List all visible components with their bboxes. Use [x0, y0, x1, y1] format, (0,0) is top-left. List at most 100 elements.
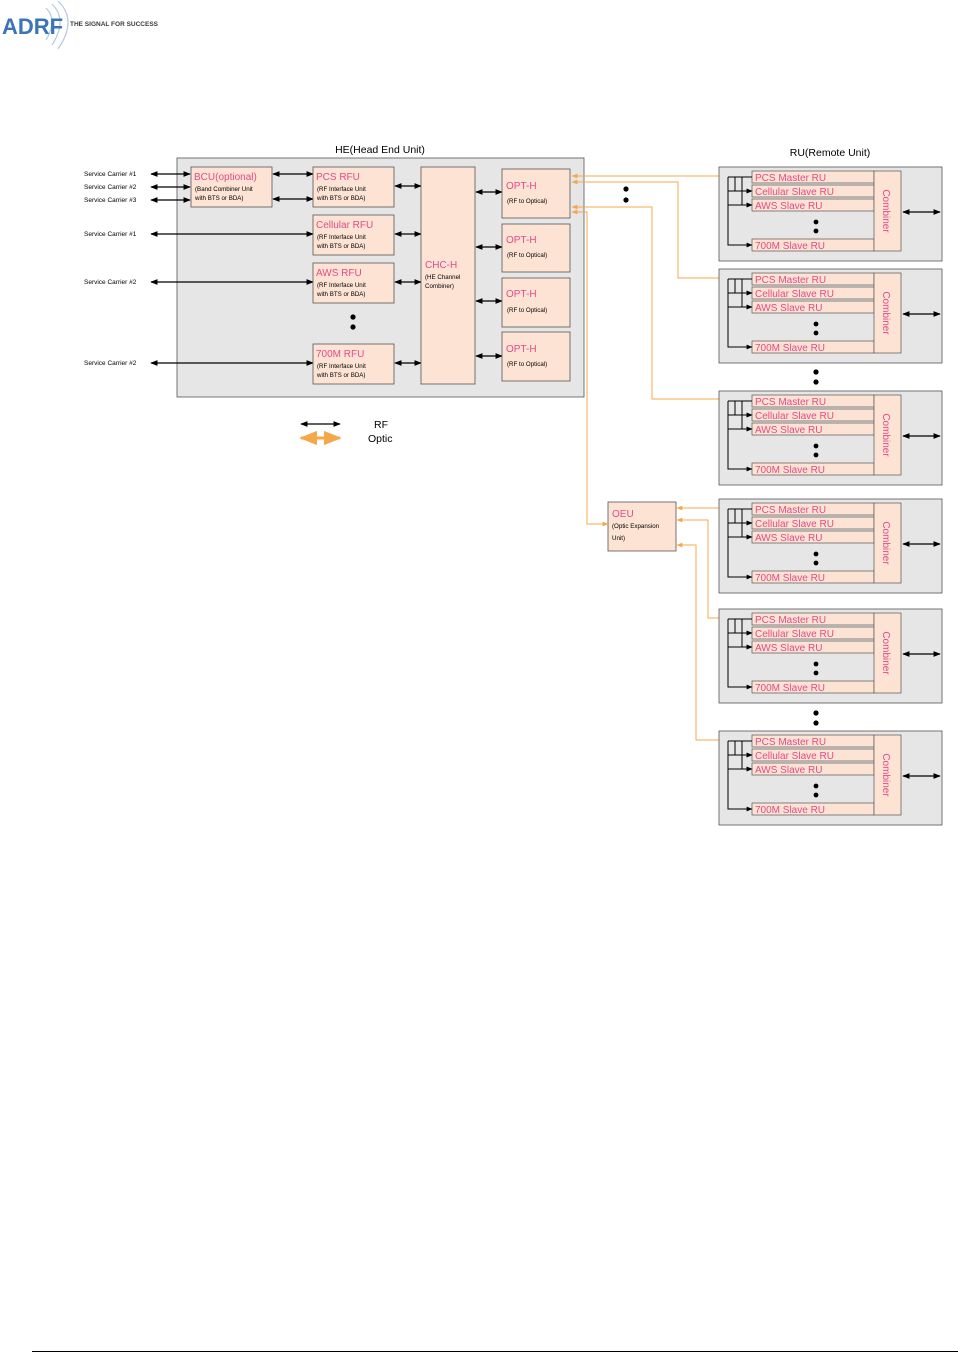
chc-module: CHC-H (HE Channel Combiner) [420, 166, 476, 385]
optic-link [571, 204, 753, 402]
opt-title: OPT-H [506, 344, 537, 355]
carrier-label: Service Carrier #3 [84, 197, 137, 204]
chc-desc: (HE Channel [425, 274, 460, 281]
chc-desc: Combiner) [425, 283, 454, 290]
rfu-desc: (RF Interface Unit [317, 363, 366, 370]
adrf-logo: ADRF THE SIGNAL FOR SUCCESS [2, 0, 159, 50]
combiner-label: Combiner [880, 753, 891, 797]
carrier-label: Service Carrier #1 [84, 231, 137, 238]
carrier-label: Service Carrier #2 [84, 184, 137, 191]
ru-unit-label: 700M Slave RU [755, 805, 825, 816]
legend-optic-label: Optic [368, 433, 393, 445]
bcu-rf-arrows [272, 171, 314, 202]
opt-desc: (RF to Optical) [507, 307, 547, 314]
ru-group: PCS Master RU Cellular Slave RU AWS Slav… [718, 390, 943, 486]
oeu-title: OEU [612, 509, 634, 520]
opt-title: OPT-H [506, 235, 537, 246]
rfu-cellular: Cellular RFU (RF Interface Unit with BTS… [312, 214, 395, 256]
logo-waves-icon [45, 0, 69, 50]
ru-unit-label: PCS Master RU [755, 275, 826, 286]
combiner-block [873, 170, 902, 252]
rfu-desc: (RF Interface Unit [317, 282, 366, 289]
combiner-block [873, 612, 902, 694]
bcu-title: BCU(optional) [194, 172, 257, 183]
he-title: HE(Head End Unit) [335, 144, 425, 156]
ru-unit-label: PCS Master RU [755, 397, 826, 408]
combiner-label: Combiner [880, 413, 891, 457]
ru-unit-label: Cellular Slave RU [755, 187, 834, 198]
rfu-pcs: PCS RFU (RF Interface Unit with BTS or B… [312, 166, 395, 208]
logo-text: ADRF [2, 14, 63, 39]
ru-unit-label: PCS Master RU [755, 615, 826, 626]
rfu-700m: 700M RFU (RF Interface Unit with BTS or … [312, 343, 395, 385]
rfu-title: Cellular RFU [316, 220, 373, 231]
ru-group: PCS Master RU Cellular Slave RU AWS Slav… [718, 498, 943, 594]
ru-unit-label: Cellular Slave RU [755, 289, 834, 300]
oeu-desc: (Optic Expansion [612, 523, 660, 530]
bcu-desc: with BTS or BDA) [194, 195, 243, 202]
ru-unit-label: PCS Master RU [755, 173, 826, 184]
ru-unit-label: 700M Slave RU [755, 573, 825, 584]
oeu-module: OEU (Optic Expansion Unit) [607, 501, 677, 552]
legend: RF Optic [299, 419, 393, 446]
logo-tagline: THE SIGNAL FOR SUCCESS [70, 21, 159, 28]
combiner-block [873, 734, 902, 816]
ellipsis-dots [813, 369, 819, 385]
opt-title: OPT-H [506, 289, 537, 300]
opt-module: OPT-H (RF to Optical) [501, 168, 571, 219]
footer-rule [32, 1351, 958, 1352]
ru-unit-label: Cellular Slave RU [755, 519, 834, 530]
ru-unit-label: 700M Slave RU [755, 465, 825, 476]
ru-unit-label: Cellular Slave RU [755, 411, 834, 422]
ru-unit-label: AWS Slave RU [755, 643, 822, 654]
opt-desc: (RF to Optical) [507, 252, 547, 259]
ru-unit-label: 700M Slave RU [755, 241, 825, 252]
combiner-label: Combiner [880, 521, 891, 565]
opt-module: OPT-H (RF to Optical) [501, 277, 571, 328]
rfu-chc-arrows [394, 183, 422, 366]
ru-title: RU(Remote Unit) [790, 147, 871, 159]
opt-desc: (RF to Optical) [507, 361, 547, 368]
carrier-label: Service Carrier #2 [84, 360, 137, 367]
opt-module: OPT-H (RF to Optical) [501, 331, 571, 382]
combiner-label: Combiner [880, 291, 891, 335]
optic-link [571, 209, 609, 527]
bcu-desc: (Band Combiner Unit [195, 186, 253, 193]
combiner-block [873, 272, 902, 354]
service-carrier-labels: Service Carrier #1 Service Carrier #2 Se… [84, 171, 137, 367]
ru-group: PCS Master RU Cellular Slave RU AWS Slav… [718, 730, 943, 826]
rfu-title: PCS RFU [316, 172, 360, 183]
ru-unit-label: AWS Slave RU [755, 533, 822, 544]
carrier-label: Service Carrier #1 [84, 171, 137, 178]
opt-title: OPT-H [506, 181, 537, 192]
combiner-block [873, 502, 902, 584]
ru-unit-label: AWS Slave RU [755, 201, 822, 212]
ru-unit-label: Cellular Slave RU [755, 629, 834, 640]
oeu-desc: Unit) [612, 535, 625, 542]
rfu-title: AWS RFU [316, 268, 362, 279]
ru-unit-label: AWS Slave RU [755, 425, 822, 436]
ru-unit-label: 700M Slave RU [755, 683, 825, 694]
rfu-aws: AWS RFU (RF Interface Unit with BTS or B… [312, 262, 395, 304]
rfu-desc: with BTS or BDA) [316, 195, 365, 202]
combiner-label: Combiner [880, 631, 891, 675]
rfu-desc: with BTS or BDA) [316, 291, 365, 298]
ellipsis-dots [350, 314, 356, 330]
rfu-desc: (RF Interface Unit [317, 234, 366, 241]
rfu-desc: with BTS or BDA) [316, 243, 365, 250]
ru-unit-label: AWS Slave RU [755, 765, 822, 776]
ellipsis-dots [623, 186, 629, 203]
rfu-title: 700M RFU [316, 349, 364, 360]
carrier-label: Service Carrier #2 [84, 279, 137, 286]
ru-group: PCS Master RU Cellular Slave RU AWS Slav… [718, 268, 943, 364]
chc-title: CHC-H [425, 260, 457, 271]
carrier-rf-arrows [150, 171, 314, 366]
rfu-desc: (RF Interface Unit [317, 186, 366, 193]
bcu-module: BCU(optional) (Band Combiner Unit with B… [190, 166, 273, 208]
ellipsis-dots [813, 710, 819, 726]
combiner-label: Combiner [880, 189, 891, 233]
ru-unit-label: PCS Master RU [755, 505, 826, 516]
ru-unit-label: AWS Slave RU [755, 303, 822, 314]
ru-group: PCS Master RU Cellular Slave RU AWS Slav… [718, 166, 943, 262]
